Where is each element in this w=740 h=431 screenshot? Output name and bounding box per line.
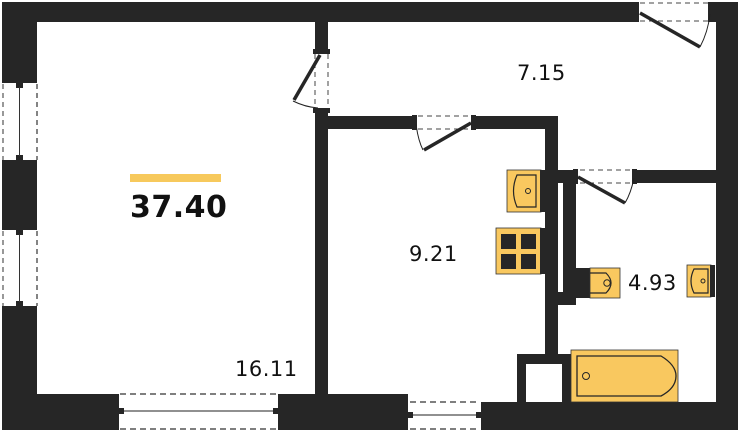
window-bottom-living bbox=[115, 393, 282, 430]
door-kitchen bbox=[412, 115, 476, 152]
kitchen-sink-icon bbox=[506, 169, 545, 213]
window-left-upper bbox=[2, 79, 38, 164]
wall-left-top bbox=[2, 2, 37, 82]
door-bathroom bbox=[573, 169, 637, 205]
door-entrance bbox=[634, 2, 714, 49]
room-area-living: 16.11 bbox=[235, 357, 298, 381]
wall-partition-living bbox=[315, 112, 328, 402]
room-area-hallway: 7.15 bbox=[517, 61, 566, 85]
toilet-icon bbox=[576, 267, 621, 299]
wall-left-middle bbox=[2, 161, 37, 229]
bathtub-icon bbox=[570, 349, 679, 403]
wall-right bbox=[716, 2, 738, 430]
bathroom-sink-icon bbox=[686, 264, 715, 298]
door-living-room bbox=[292, 49, 330, 113]
total-area-label: 37.40 bbox=[130, 190, 228, 225]
stove-icon bbox=[495, 227, 545, 275]
wall-bottom-left bbox=[2, 394, 118, 430]
wall-partition-kitchen bbox=[545, 116, 558, 374]
total-area-accent-bar bbox=[130, 174, 221, 182]
wall-bottom-right bbox=[482, 402, 738, 430]
wall-top bbox=[2, 2, 638, 22]
window-bottom-kitchen bbox=[404, 401, 485, 430]
window-left-lower bbox=[2, 226, 38, 310]
room-area-kitchen: 9.21 bbox=[409, 242, 458, 266]
room-area-bathroom: 4.93 bbox=[628, 271, 677, 295]
